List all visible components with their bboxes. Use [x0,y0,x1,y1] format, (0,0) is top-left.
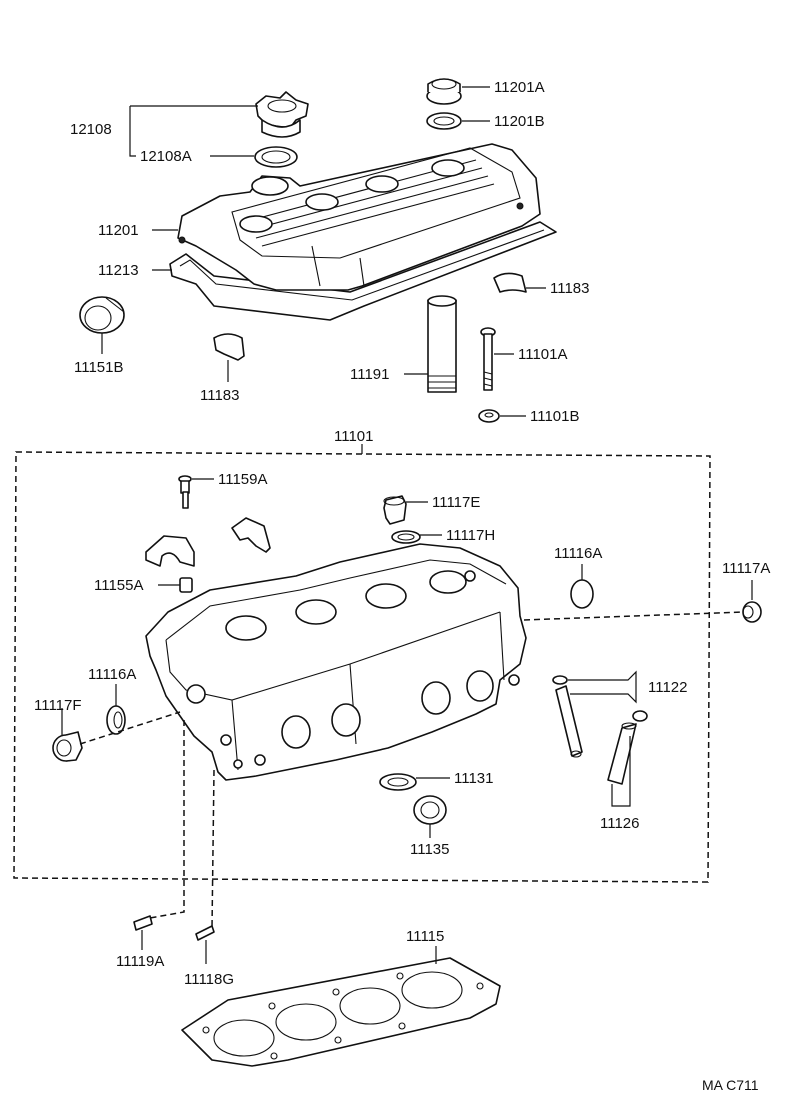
tight-plug-right[interactable] [742,601,762,623]
label-11101b: 11101B [530,408,580,425]
ring-dowel[interactable] [179,577,193,593]
dowel-axis-2 [211,769,215,929]
catalog-code: MA C711 [702,1077,759,1093]
valve-guide-bushing[interactable] [552,675,583,758]
label-11155a: 11155A [94,577,144,594]
label-11201a: 11201A [494,79,545,96]
label-11101: 11101 [334,428,374,445]
insert-ring[interactable] [413,795,447,825]
label-11116a-right: 11116A [554,545,602,562]
spark-plug-tube[interactable] [427,295,457,393]
seal-ring-left[interactable] [106,705,126,735]
label-11117e: 11117E [432,494,480,511]
cylinder-head-plug[interactable] [383,495,407,525]
label-11151b: 11151B [74,359,124,376]
camshaft-bearing-cap[interactable] [145,535,195,567]
label-11116a-left: 11116A [88,666,136,683]
half-moon-plug-right[interactable] [493,272,527,293]
label-11118g: 11118G [184,971,234,988]
head-cover-gasket[interactable] [169,221,557,321]
plug-gasket[interactable] [391,530,421,544]
label-11117h: 11117H [446,527,495,544]
label-11183-left: 11183 [200,387,240,404]
label-11213: 11213 [98,262,139,279]
label-11117f: 11117F [34,697,82,714]
label-11101a: 11101A [518,346,568,363]
label-11135: 11135 [410,841,450,858]
label-11119a: 11119A [116,953,164,970]
camshaft-bearing-cap-bolt[interactable] [178,475,192,509]
spark-plug-tube-seal[interactable] [426,112,462,130]
label-11183-right: 11183 [550,280,590,297]
valve-guide-bushing-2[interactable] [607,710,648,785]
label-12108: 12108 [70,121,112,138]
label-11131: 11131 [454,770,494,787]
filler-cap-gasket[interactable] [254,146,298,168]
cylinder-head-gasket[interactable] [181,957,501,1067]
plug-axis-left [79,711,181,745]
label-11201b: 11201B [494,113,545,130]
seal-ring-right[interactable] [570,579,594,609]
straight-pin[interactable] [133,915,153,931]
cylinder-head[interactable] [145,543,527,781]
label-11191: 11191 [350,366,390,383]
plug-axis-right [523,611,745,621]
label-11159a: 11159A [218,471,268,488]
dowel-pin[interactable] [195,925,215,941]
camshaft-oil-seal[interactable] [79,296,125,334]
label-12108a: 12108A [140,148,192,165]
cylinder-head-cover[interactable] [177,143,541,291]
label-11201: 11201 [98,222,139,239]
oil-filler-cap[interactable] [255,91,309,138]
head-bolt-washer[interactable] [478,409,500,423]
camshaft-bearing-cap-2[interactable] [231,517,271,553]
spark-plug-tube-grommet[interactable] [426,78,462,105]
label-11126: 11126 [600,815,640,832]
leader-lines [61,86,753,964]
cylinder-head-subassembly-box [13,451,711,883]
label-11117a: 11117A [722,560,770,577]
valve-stem-seal-gasket[interactable] [379,773,417,791]
label-11115: 11115 [406,928,444,945]
half-moon-plug-left[interactable] [213,333,245,361]
tight-plug-left[interactable] [52,731,83,762]
dowel-axis-1 [149,720,185,919]
label-11122: 11122 [648,679,688,696]
head-bolt[interactable] [480,327,496,391]
